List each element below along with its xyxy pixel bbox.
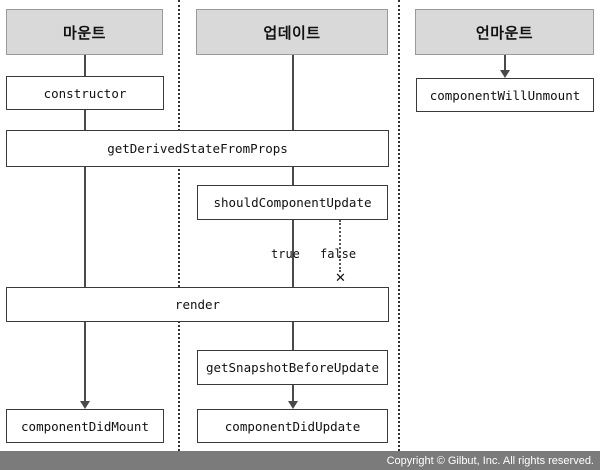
edge-update-to-gdsfp [292,55,294,130]
arrowhead-component-did-update [288,401,298,409]
node-component-did-update: componentDidUpdate [197,409,388,443]
edge-scu-false-dotted [339,220,341,272]
phase-header-unmount: 언마운트 [415,9,594,55]
node-get-derived-state-from-props: getDerivedStateFromProps [6,130,389,167]
edge-gdsfp-to-render-mount [84,167,86,287]
branch-label-false: false [320,247,357,261]
arrowhead-component-will-unmount [500,70,510,78]
footer-bar: Copyright © Gilbut, Inc. All rights rese… [0,451,600,470]
phase-header-mount: 마운트 [6,9,163,55]
edge-scu-true-to-render [292,220,294,287]
node-component-did-mount: componentDidMount [6,409,164,443]
branch-false-stop-icon: ✕ [335,271,346,286]
node-render: render [6,287,389,322]
edge-constructor-to-gdsfp [84,110,86,130]
edge-unmount-to-component-will-unmount [504,55,506,72]
edge-gsbu-to-component-did-update [292,385,294,405]
column-divider-update-unmount [398,0,400,451]
phase-header-update: 업데이트 [196,9,388,55]
column-divider-mount-update [178,0,180,451]
node-get-snapshot-before-update: getSnapshotBeforeUpdate [197,350,388,385]
edge-gdsfp-to-scu [292,167,294,185]
edge-render-to-component-did-mount [84,322,86,405]
node-constructor: constructor [6,76,164,110]
copyright-text: Copyright © Gilbut, Inc. All rights rese… [386,454,594,467]
node-should-component-update: shouldComponentUpdate [197,185,388,220]
node-component-will-unmount: componentWillUnmount [416,78,594,112]
edge-render-to-gsbu [292,322,294,350]
edge-mount-to-constructor [84,55,86,76]
arrowhead-component-did-mount [80,401,90,409]
branch-label-true: true [271,247,300,261]
